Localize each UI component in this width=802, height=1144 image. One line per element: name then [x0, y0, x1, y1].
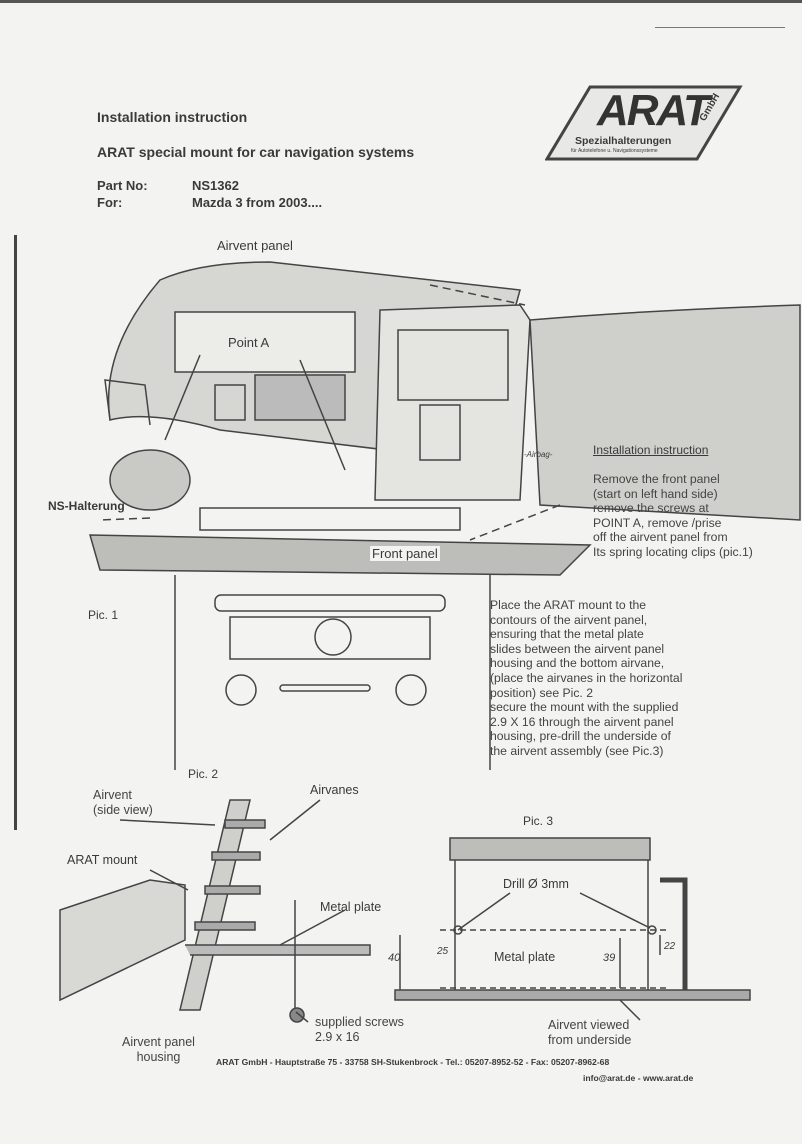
part-no-label: Part No: — [97, 178, 148, 193]
for-label: For: — [97, 195, 123, 210]
dim-39: 39 — [603, 952, 616, 964]
label-arat-mount: ARAT mount — [67, 853, 138, 867]
top-edge — [0, 0, 802, 3]
doc-subtitle: ARAT special mount for car navigation sy… — [97, 144, 415, 160]
label-drill: Drill Ø 3mm — [503, 877, 569, 891]
label-front-panel: Front panel — [370, 546, 440, 561]
part-no: NS1362 — [192, 178, 239, 193]
dim-40: 40 — [388, 952, 401, 964]
label-metal-plate-pic2: Metal plate — [320, 900, 382, 914]
left-margin-bar — [14, 235, 17, 830]
label-airbag: -Airbag- — [524, 450, 553, 459]
label-airvent-panel: Airvent panel — [217, 238, 293, 253]
label-point-a: Point A — [228, 335, 270, 350]
pic1-caption: Pic. 1 — [88, 608, 119, 622]
dim-25: 25 — [437, 946, 449, 957]
label-ns-halterung: NS-Halterung — [48, 499, 125, 513]
arat-logo: ARAT GmbH Spezialhalterungen für Autotel… — [545, 84, 745, 162]
pic3-caption: Pic. 3 — [523, 814, 554, 828]
instructions-heading: Installation instruction — [593, 443, 709, 457]
pic2-caption: Pic. 2 — [188, 767, 219, 781]
footer-contact: info@arat.de - www.arat.de — [583, 1073, 694, 1083]
for-value: Mazda 3 from 2003.... — [192, 195, 323, 210]
label-airvent-side: Airvent(side view) — [93, 788, 153, 817]
doc-title: Installation instruction — [97, 109, 248, 125]
label-metal-plate-pic3: Metal plate — [494, 950, 556, 964]
dim-22: 22 — [664, 941, 676, 952]
top-right-rule — [655, 27, 785, 28]
label-airvanes: Airvanes — [310, 783, 359, 797]
instructions-step1: Remove the front panel(start on left han… — [593, 472, 753, 559]
footer-address: ARAT GmbH - Hauptstraße 75 - 33758 SH-St… — [216, 1057, 610, 1067]
